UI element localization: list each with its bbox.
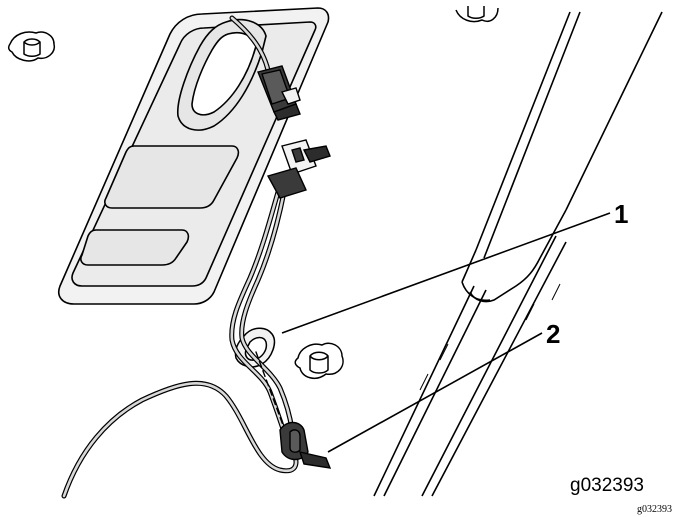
wire-harness [61,15,299,499]
frame-rail [373,11,663,497]
harness-clip [279,421,332,469]
fastener-top [455,6,499,23]
fastener-top-left [7,31,56,62]
leader-lines [281,212,611,453]
fastener-middle [294,342,344,380]
figure-id: g032393 [570,475,644,496]
callout-1: 1 [614,199,628,229]
panel [58,7,330,305]
leader-line-1 [281,212,611,334]
connector-lower [266,139,331,199]
figure-id-small: g032393 [637,504,672,515]
leader-line-2 [327,332,543,453]
connector-upper [257,65,301,121]
callout-2: 2 [546,319,560,349]
